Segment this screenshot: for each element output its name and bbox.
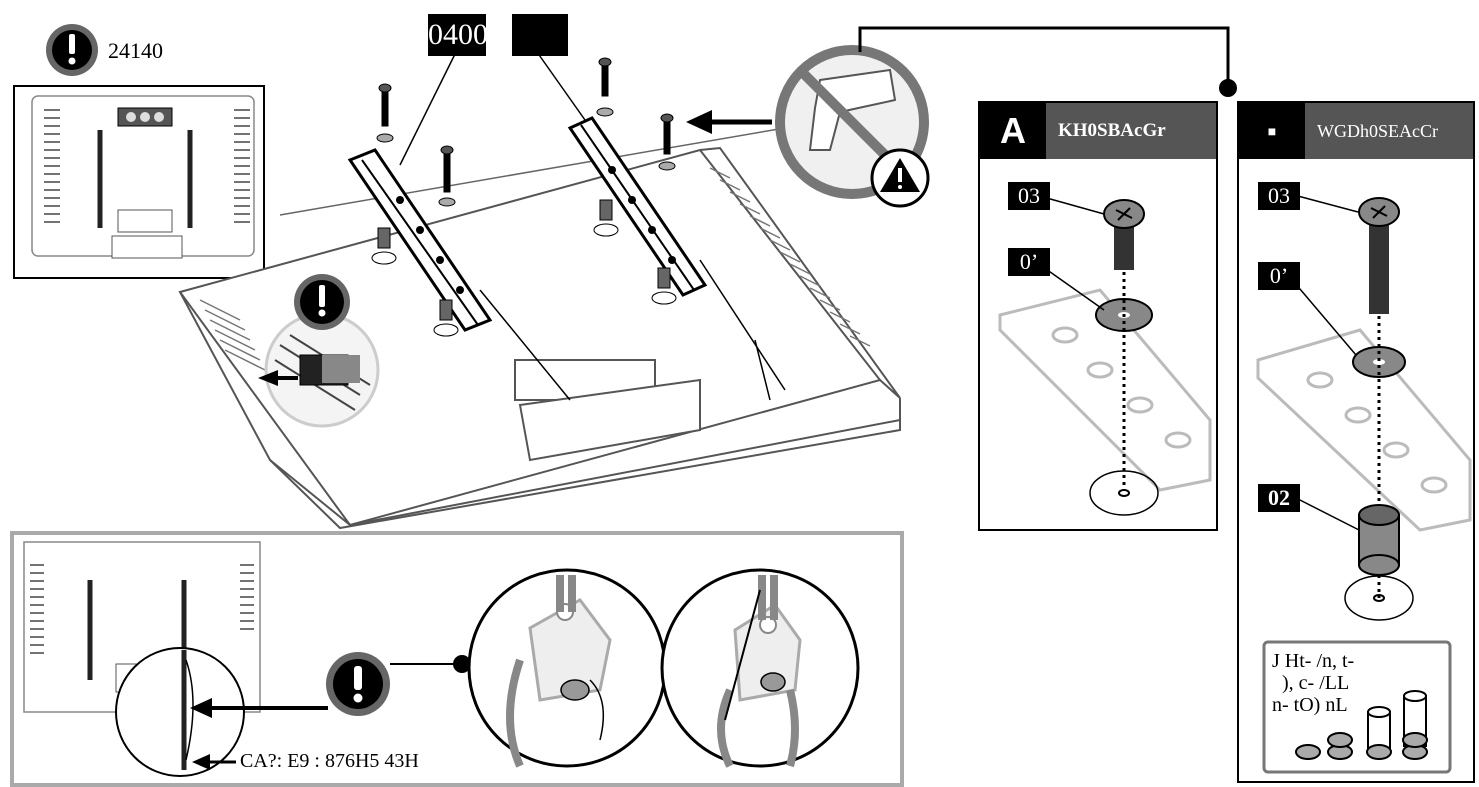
panel-a-tag-washer: 0’ bbox=[1008, 248, 1050, 276]
panel-b-tag-spacer: 02 bbox=[1258, 484, 1300, 512]
panel-a-title: KH0SBAcGr bbox=[1046, 103, 1216, 159]
bottom-caption: CA?: E9 : 876H5 43H bbox=[240, 750, 419, 772]
caution-triangle-icon bbox=[870, 148, 930, 208]
warning-top-left-label: 24140 bbox=[108, 38, 163, 63]
parts-box-hardware bbox=[1295, 690, 1428, 760]
inset-tv-back-view bbox=[13, 85, 265, 279]
cable-detail-magnifier bbox=[258, 312, 380, 428]
warning-icon-cable bbox=[294, 274, 350, 330]
panel-b-drawing bbox=[1256, 194, 1472, 621]
safety-cords bbox=[479, 259, 786, 401]
panel-b-tag-screw: 03 bbox=[1258, 182, 1300, 210]
warning-icon-bottom bbox=[326, 652, 390, 716]
panel-a-tag-screw: 03 bbox=[1008, 182, 1050, 210]
mounting-bracket-right bbox=[567, 116, 708, 297]
bottom-magnifier bbox=[115, 647, 328, 777]
top-label-left: 0400 bbox=[428, 14, 488, 56]
screws-on-tv bbox=[371, 57, 677, 337]
parts-box-line-2: ), c- /LL bbox=[1282, 672, 1350, 694]
parts-box-line-1: J Ht- /n, t- bbox=[1272, 650, 1355, 672]
top-label-right bbox=[512, 14, 568, 56]
panel-a-letter: A bbox=[980, 103, 1046, 159]
knot-detail-circle-1 bbox=[467, 568, 667, 768]
mounting-bracket-left bbox=[347, 148, 493, 332]
panel-a-drawing bbox=[998, 194, 1212, 516]
tv-perspective-drawing bbox=[178, 146, 901, 530]
knot-detail-circle-2 bbox=[660, 568, 860, 768]
panel-b-title: WGDh0SEAcCr bbox=[1305, 103, 1473, 159]
panel-b-tag-washer: 0’ bbox=[1258, 262, 1300, 290]
parts-box-line-3: n- tO) nL bbox=[1272, 694, 1348, 716]
panel-b-letter: ■ bbox=[1239, 103, 1305, 159]
warning-icon-top-left bbox=[46, 24, 98, 76]
